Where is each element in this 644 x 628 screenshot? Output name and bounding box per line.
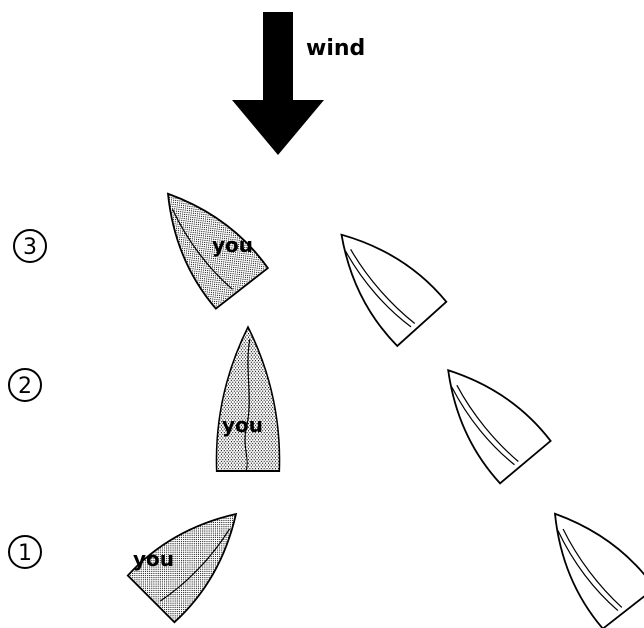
your-boat-step-2 <box>215 325 281 472</box>
step-1-marker: 1 <box>8 535 42 569</box>
you-label-step-3: you <box>212 233 253 257</box>
step-1-number: 1 <box>18 541 32 566</box>
step-2-marker: 2 <box>8 368 42 402</box>
your-boat-step-3 <box>166 192 270 310</box>
step-3-number: 3 <box>23 235 37 260</box>
other-boat-step-3 <box>340 233 448 348</box>
wind-label: wind <box>306 36 365 61</box>
your-boat-step-1 <box>126 512 238 624</box>
step-3-marker: 3 <box>13 229 47 263</box>
you-label-step-2: you <box>222 413 263 437</box>
other-boat-step-1 <box>553 512 644 628</box>
step-2-number: 2 <box>18 374 32 399</box>
wind-arrow <box>232 12 324 155</box>
you-label-step-1: you <box>133 547 174 571</box>
other-boat-step-2 <box>447 368 552 485</box>
